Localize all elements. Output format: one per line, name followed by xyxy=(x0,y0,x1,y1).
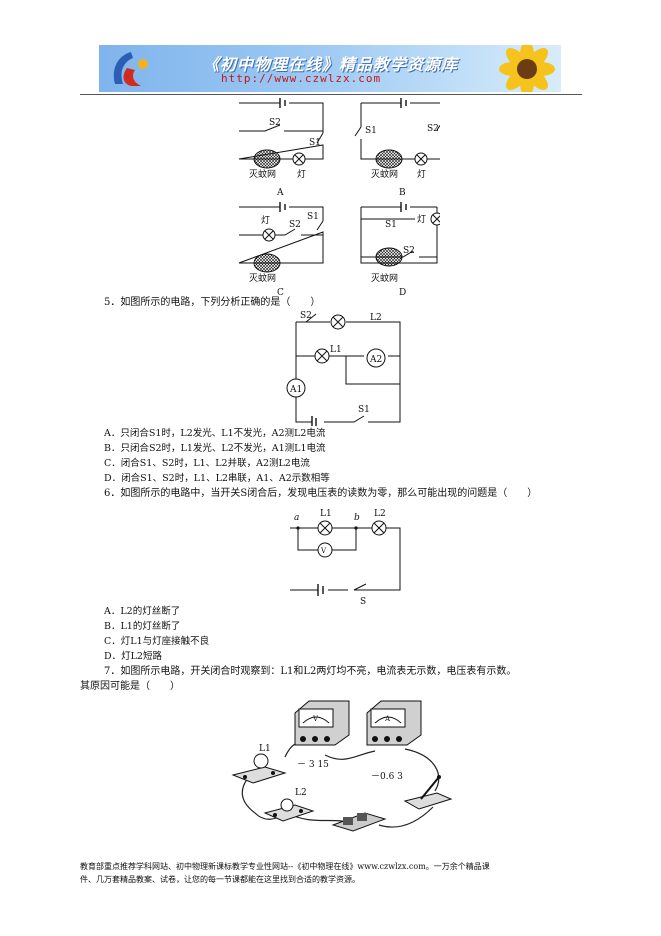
label-option-b: B xyxy=(399,188,406,198)
header-rule xyxy=(80,94,582,95)
ammeter-a1-icon xyxy=(286,378,306,398)
sunflower-icon xyxy=(499,45,555,92)
label-s1: S1 xyxy=(358,405,370,415)
q6-circuit-figure: a L1 b L2 V S xyxy=(290,509,401,605)
label-s1: S1 xyxy=(365,126,377,136)
q6-option-c[interactable]: C．灯L1与灯座接触不良 xyxy=(104,636,210,647)
label-l2: L2 xyxy=(370,313,382,323)
q5-option-c[interactable]: C．闭合S1、S2时，L1、L2并联，A2测L2电流 xyxy=(104,458,310,469)
label-s1: S1 xyxy=(309,138,321,148)
label-net: 灭蚊网 xyxy=(371,272,398,284)
site-logo-icon xyxy=(113,52,148,86)
label-net: 灭蚊网 xyxy=(249,272,276,284)
label-s2: S2 xyxy=(289,220,301,230)
q7-apparatus-figure: V － 3 15 A －0.6 3 L1 L2 xyxy=(231,700,453,832)
label-option-a: A xyxy=(276,188,284,198)
label-a: a xyxy=(294,513,299,523)
banner-url: http://www.czwlzx.com xyxy=(221,72,382,85)
q6-stem: 6．如图所示的电路中，当开关S闭合后，发现电压表的读数为零，那么可能出现的问题是… xyxy=(104,488,538,499)
label-s2: S2 xyxy=(269,118,281,128)
bug-zapper-net-icon xyxy=(253,253,281,273)
label-s2: S2 xyxy=(427,124,439,134)
lamp-holder-l1 xyxy=(231,753,287,784)
q6-option-a[interactable]: A．L2的灯丝断了 xyxy=(104,606,181,617)
label-option-d: D xyxy=(399,288,406,298)
label-s1: S1 xyxy=(307,212,319,222)
q6-option-d[interactable]: D．灯L2短路 xyxy=(104,651,162,662)
lamp-holder-l2 xyxy=(263,798,315,822)
q4-circuit-figure: S2 S1 S1 S2 S2 S1 S1 S2 灭蚊网 灯 灭蚊网 灯 灯 灭蚊… xyxy=(238,98,440,298)
q5-option-b[interactable]: B．只闭合S2时，L1发光、L2不发光，A1测L1电流 xyxy=(104,443,326,454)
lamp-icon xyxy=(430,212,440,226)
label-l2: L2 xyxy=(295,788,307,798)
label-l2: L2 xyxy=(374,509,386,519)
ammeter-a2-icon xyxy=(366,348,386,368)
label-l1: L1 xyxy=(259,744,271,754)
ammeter-terminal-labels: －0.6 3 xyxy=(371,772,403,782)
label-s2: S2 xyxy=(403,246,415,256)
q5-circuit-figure: S2 L2 L1 A2 A1 S1 xyxy=(286,311,401,426)
q6-option-b[interactable]: B．L1的灯丝断了 xyxy=(104,621,181,632)
label-lamp: 灯 xyxy=(297,169,306,180)
label-l1: L1 xyxy=(330,345,342,355)
label-s2: S2 xyxy=(300,311,312,321)
q5-option-a[interactable]: A．只闭合S1时，L2发光、L1不发光，A2测L2电流 xyxy=(104,428,326,439)
label-b: b xyxy=(354,513,360,523)
bug-zapper-net-icon xyxy=(375,149,403,169)
label-lamp: 灯 xyxy=(417,169,426,180)
label-lamp: 灯 xyxy=(261,215,270,226)
q5-stem: 5．如图所示的电路，下列分析正确的是（ ） xyxy=(104,297,321,308)
battery-pack-icon xyxy=(331,812,387,832)
q5-option-d[interactable]: D．闭合S1、S2时，L1、L2串联，A1、A2示数相等 xyxy=(104,473,330,484)
label-s: S xyxy=(360,597,366,605)
label-v: V xyxy=(320,547,327,555)
label-l1: L1 xyxy=(320,509,332,519)
voltmeter-terminal-labels: － 3 15 xyxy=(297,760,329,770)
label-option-c: C xyxy=(277,288,284,298)
voltmeter-device: V xyxy=(294,700,350,746)
footer-line1: 教育部重点推荐学科网站、初中物理新课标教学专业性网站--《初中物理在线》www.… xyxy=(80,862,490,871)
ammeter-device: A xyxy=(366,700,422,746)
label-net: 灭蚊网 xyxy=(371,168,398,180)
ammeter-symbol: A xyxy=(384,715,391,723)
label-a1: A1 xyxy=(289,385,302,395)
knife-switch-icon xyxy=(403,775,453,810)
label-net: 灭蚊网 xyxy=(249,168,276,180)
header-banner: 《初中物理在线》精品教学资源库 http://www.czwlzx.com xyxy=(99,45,561,92)
label-lamp: 灯 xyxy=(417,214,426,225)
voltmeter-icon xyxy=(317,542,333,558)
banner-title: 《初中物理在线》精品教学资源库 xyxy=(203,55,459,74)
q7-stem-line1: 7．如图所示电路，开关闭合时观察到：L1和L2两灯均不亮，电流表无示数，电压表有… xyxy=(104,666,517,677)
voltmeter-symbol: V xyxy=(312,715,319,723)
bug-zapper-net-icon xyxy=(375,247,403,267)
footer-line2: 件、几万套精品教案、试卷，让您的每一节课都能在这里找到合适的教学资源。 xyxy=(80,875,360,884)
label-a2: A2 xyxy=(369,355,382,365)
bug-zapper-net-icon xyxy=(253,149,281,169)
q7-stem-line2: 其原因可能是（ ） xyxy=(80,681,180,692)
label-s1: S1 xyxy=(385,220,397,230)
